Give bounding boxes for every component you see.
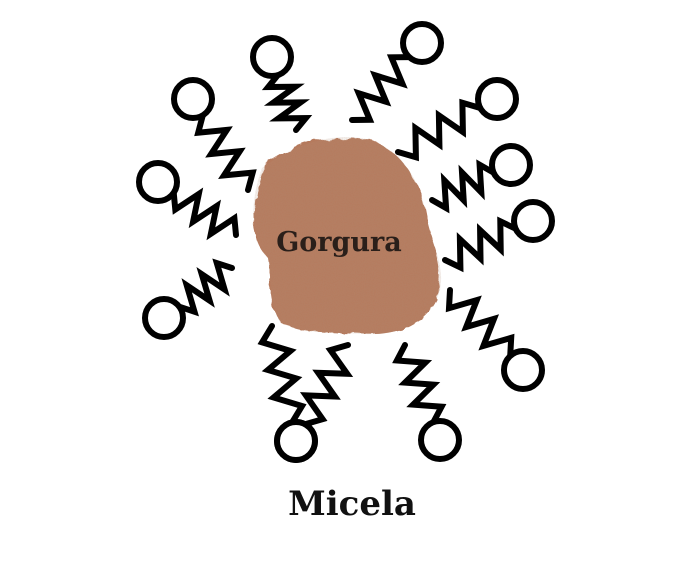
surfactant-molecule bbox=[445, 287, 545, 392]
surfactant-molecule bbox=[257, 323, 318, 463]
hydrophilic-head bbox=[475, 77, 519, 121]
core-label: Gorgura bbox=[276, 227, 402, 258]
hydrophilic-head bbox=[501, 348, 545, 392]
hydrophilic-head bbox=[400, 21, 444, 65]
surfactant-molecule bbox=[429, 143, 533, 214]
hydrophobic-tail bbox=[429, 159, 497, 214]
fat-core: Gorgura bbox=[253, 137, 442, 335]
surfactant-molecule bbox=[250, 35, 313, 133]
hydrophilic-head bbox=[171, 77, 215, 121]
surfactant-molecule bbox=[349, 21, 444, 123]
hydrophobic-tail bbox=[176, 258, 235, 317]
surfactant-molecule bbox=[136, 160, 239, 241]
hydrophilic-head bbox=[250, 35, 294, 79]
surfactant-molecule bbox=[171, 77, 257, 193]
hydrophilic-head bbox=[418, 418, 462, 462]
hydrophobic-tail bbox=[170, 187, 239, 241]
hydrophobic-tail bbox=[299, 342, 354, 428]
fat-core-texture bbox=[253, 137, 442, 335]
surfactant-molecule bbox=[392, 342, 462, 462]
surfactant-molecules bbox=[136, 21, 555, 463]
surfactant-molecule bbox=[142, 258, 235, 340]
surfactant-molecule bbox=[395, 77, 519, 162]
hydrophobic-tail bbox=[349, 54, 413, 123]
hydrophilic-head bbox=[142, 296, 186, 340]
surfactant-molecule bbox=[442, 199, 555, 273]
hydrophobic-tail bbox=[395, 98, 484, 162]
hydrophobic-tail bbox=[392, 342, 447, 426]
diagram-title: Micela bbox=[288, 484, 416, 524]
hydrophobic-tail bbox=[194, 112, 257, 193]
hydrophilic-head bbox=[489, 143, 533, 187]
hydrophobic-tail bbox=[445, 287, 515, 359]
hydrophobic-tail bbox=[261, 72, 313, 133]
hydrophilic-head bbox=[511, 199, 555, 243]
hydrophobic-tail bbox=[442, 216, 519, 273]
hydrophobic-tail bbox=[257, 323, 307, 426]
hydrophilic-head bbox=[274, 419, 318, 463]
hydrophilic-head bbox=[136, 160, 180, 204]
